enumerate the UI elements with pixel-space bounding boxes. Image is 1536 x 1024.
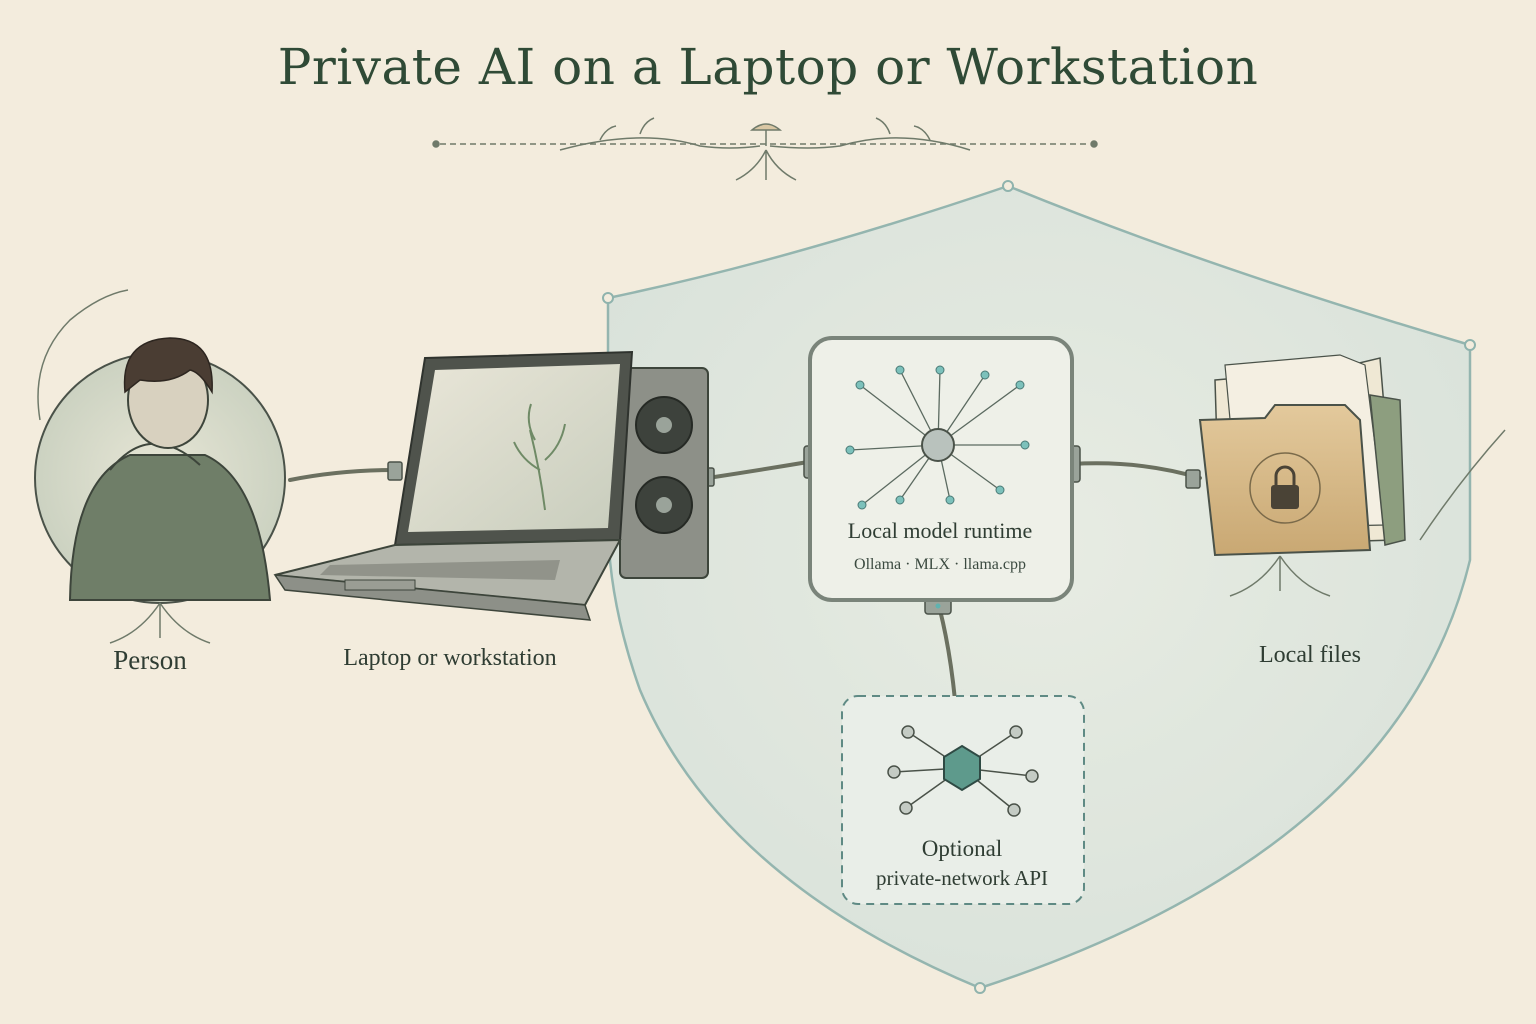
folder-lock-icon — [1198, 354, 1406, 557]
person-icon — [68, 337, 272, 601]
runtime-label: Local model runtime — [847, 518, 1033, 543]
optional-api-label-line2: private-network API — [875, 866, 1049, 890]
runtime-sublabel: Ollama · MLX · llama.cpp — [854, 556, 1026, 573]
optional-api-node — [841, 695, 1085, 905]
laptop-label: Laptop or workstation — [343, 645, 557, 671]
person-node — [34, 289, 286, 644]
files-node — [1198, 354, 1506, 597]
laptop-icon — [273, 350, 634, 621]
api-hub-icon — [887, 725, 1039, 817]
runtime-node — [808, 336, 1074, 602]
vine-ornament-icon — [432, 117, 1098, 181]
files-label: Local files — [1259, 642, 1361, 668]
person-label: Person — [113, 645, 187, 675]
workstation-tower-icon — [619, 367, 709, 579]
shield-node — [602, 180, 1476, 994]
laptop-node — [273, 350, 709, 621]
page-title: Private AI on a Laptop or Workstation — [277, 38, 1259, 96]
optional-api-label-line1: Optional — [921, 836, 1003, 861]
